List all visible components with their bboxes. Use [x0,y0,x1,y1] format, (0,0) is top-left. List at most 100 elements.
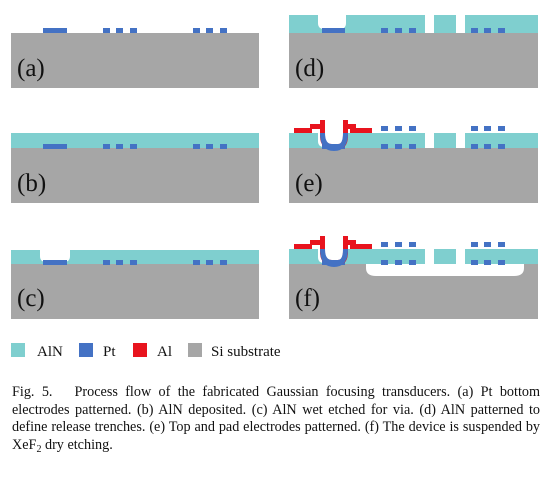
pt-electrode [381,126,388,131]
pt-electrode [193,260,200,265]
panel-c: (c) [11,250,259,319]
aln-island [434,15,456,33]
pt-electrode [484,144,491,149]
panel-label-f: (f) [295,285,320,312]
pt-electrode [409,242,416,247]
pt-electrode [103,260,110,265]
caption-subscript: 2 [36,443,42,455]
release-cavity [366,264,524,276]
pt-electrode [498,242,505,247]
pt-electrode [381,242,388,247]
caption-step-f-end: dry etching. [44,436,113,453]
panel-d: (d) [289,15,538,88]
pt-electrode [498,260,505,265]
pt-electrode [484,126,491,131]
pt-electrode [395,144,402,149]
al-top-electrode [294,120,372,150]
si-substrate [11,148,259,203]
figure-caption: Fig. 5. Process flow of the fabricated G… [12,384,540,458]
pt-electrode [395,126,402,131]
pt-electrode [43,28,67,33]
panel-f: (f) [289,236,538,319]
pt-electrode [471,28,478,33]
pt-electrode [116,28,123,33]
si-substrate [289,33,538,88]
legend-label-al: Al [157,344,172,360]
pt-electrode [193,144,200,149]
caption-step-d: (d) AlN patterned to define release tren… [12,401,541,436]
pt-electrode [409,260,416,265]
pt-electrode [498,28,505,33]
aln-layer-with-via [289,15,425,33]
pt-electrode [130,260,137,265]
pt-electrode [395,242,402,247]
panel-label-b: (b) [17,170,46,197]
pt-electrode [484,28,491,33]
pt-via-fill [320,133,348,151]
legend-swatch-pt [79,343,93,357]
panel-b: (b) [11,133,259,203]
pt-electrode [498,126,505,131]
caption-fig-label: Fig. 5. [12,384,53,400]
pt-electrode [220,260,227,265]
panel-label-e: (e) [295,170,323,197]
panel-label-d: (d) [295,55,324,82]
pt-via-fill [320,249,348,267]
pt-electrode [395,28,402,33]
aln-layer [465,133,538,148]
legend-label-aln: AlN [37,344,63,360]
panel-a: (a) [11,28,259,88]
pt-electrode [498,144,505,149]
aln-layer-with-via [289,249,425,264]
pt-electrode [103,28,110,33]
caption-step-b: (b) AlN deposited. [136,401,247,418]
pt-electrode [43,144,67,149]
legend-label-si: Si substrate [211,344,281,360]
pt-electrode [206,28,213,33]
pt-electrode [116,260,123,265]
pt-electrode [409,126,416,131]
si-substrate [11,264,259,319]
pt-electrode [471,242,478,247]
process-flow-diagram: (a) (b) (c) ( [11,15,538,360]
pt-electrode [395,260,402,265]
si-substrate [11,33,259,88]
pt-electrode [193,28,200,33]
legend: AlN Pt Al Si substrate [11,343,281,360]
caption-title: Process flow of the fabricated Gaussian … [74,384,451,400]
pt-electrode [381,144,388,149]
pt-electrode [484,260,491,265]
pt-electrode [103,144,110,149]
pt-electrode [322,28,345,33]
pt-electrode [381,260,388,265]
panel-label-c: (c) [17,285,45,312]
legend-swatch-si [188,343,202,357]
pt-electrode [409,144,416,149]
pt-electrode [206,260,213,265]
aln-layer [465,15,538,33]
caption-step-c: (c) AlN wet etched for via. [251,401,414,418]
legend-swatch-al [133,343,147,357]
pt-electrode [381,28,388,33]
panel-label-a: (a) [17,55,45,82]
si-substrate [289,148,538,203]
pt-electrode [130,144,137,149]
pt-electrode [43,260,67,265]
caption-step-f: (f) The device is suspended by XeF [12,419,541,453]
legend-swatch-aln [11,343,25,357]
pt-electrode [220,144,227,149]
pt-electrode [206,144,213,149]
aln-island [434,249,456,264]
pt-electrode [130,28,137,33]
pt-electrode [220,28,227,33]
pt-electrode [471,126,478,131]
caption-step-a: (a) Pt bottom electrodes patterned. [12,384,541,418]
pt-electrode [484,242,491,247]
al-top-electrode [294,236,372,266]
aln-layer-with-via [289,133,425,148]
caption-step-e: (e) Top and pad electrodes patterned. [149,419,361,436]
pt-electrode [471,260,478,265]
pt-electrode [409,28,416,33]
legend-label-pt: Pt [103,344,116,360]
panel-e: (e) [289,120,538,203]
